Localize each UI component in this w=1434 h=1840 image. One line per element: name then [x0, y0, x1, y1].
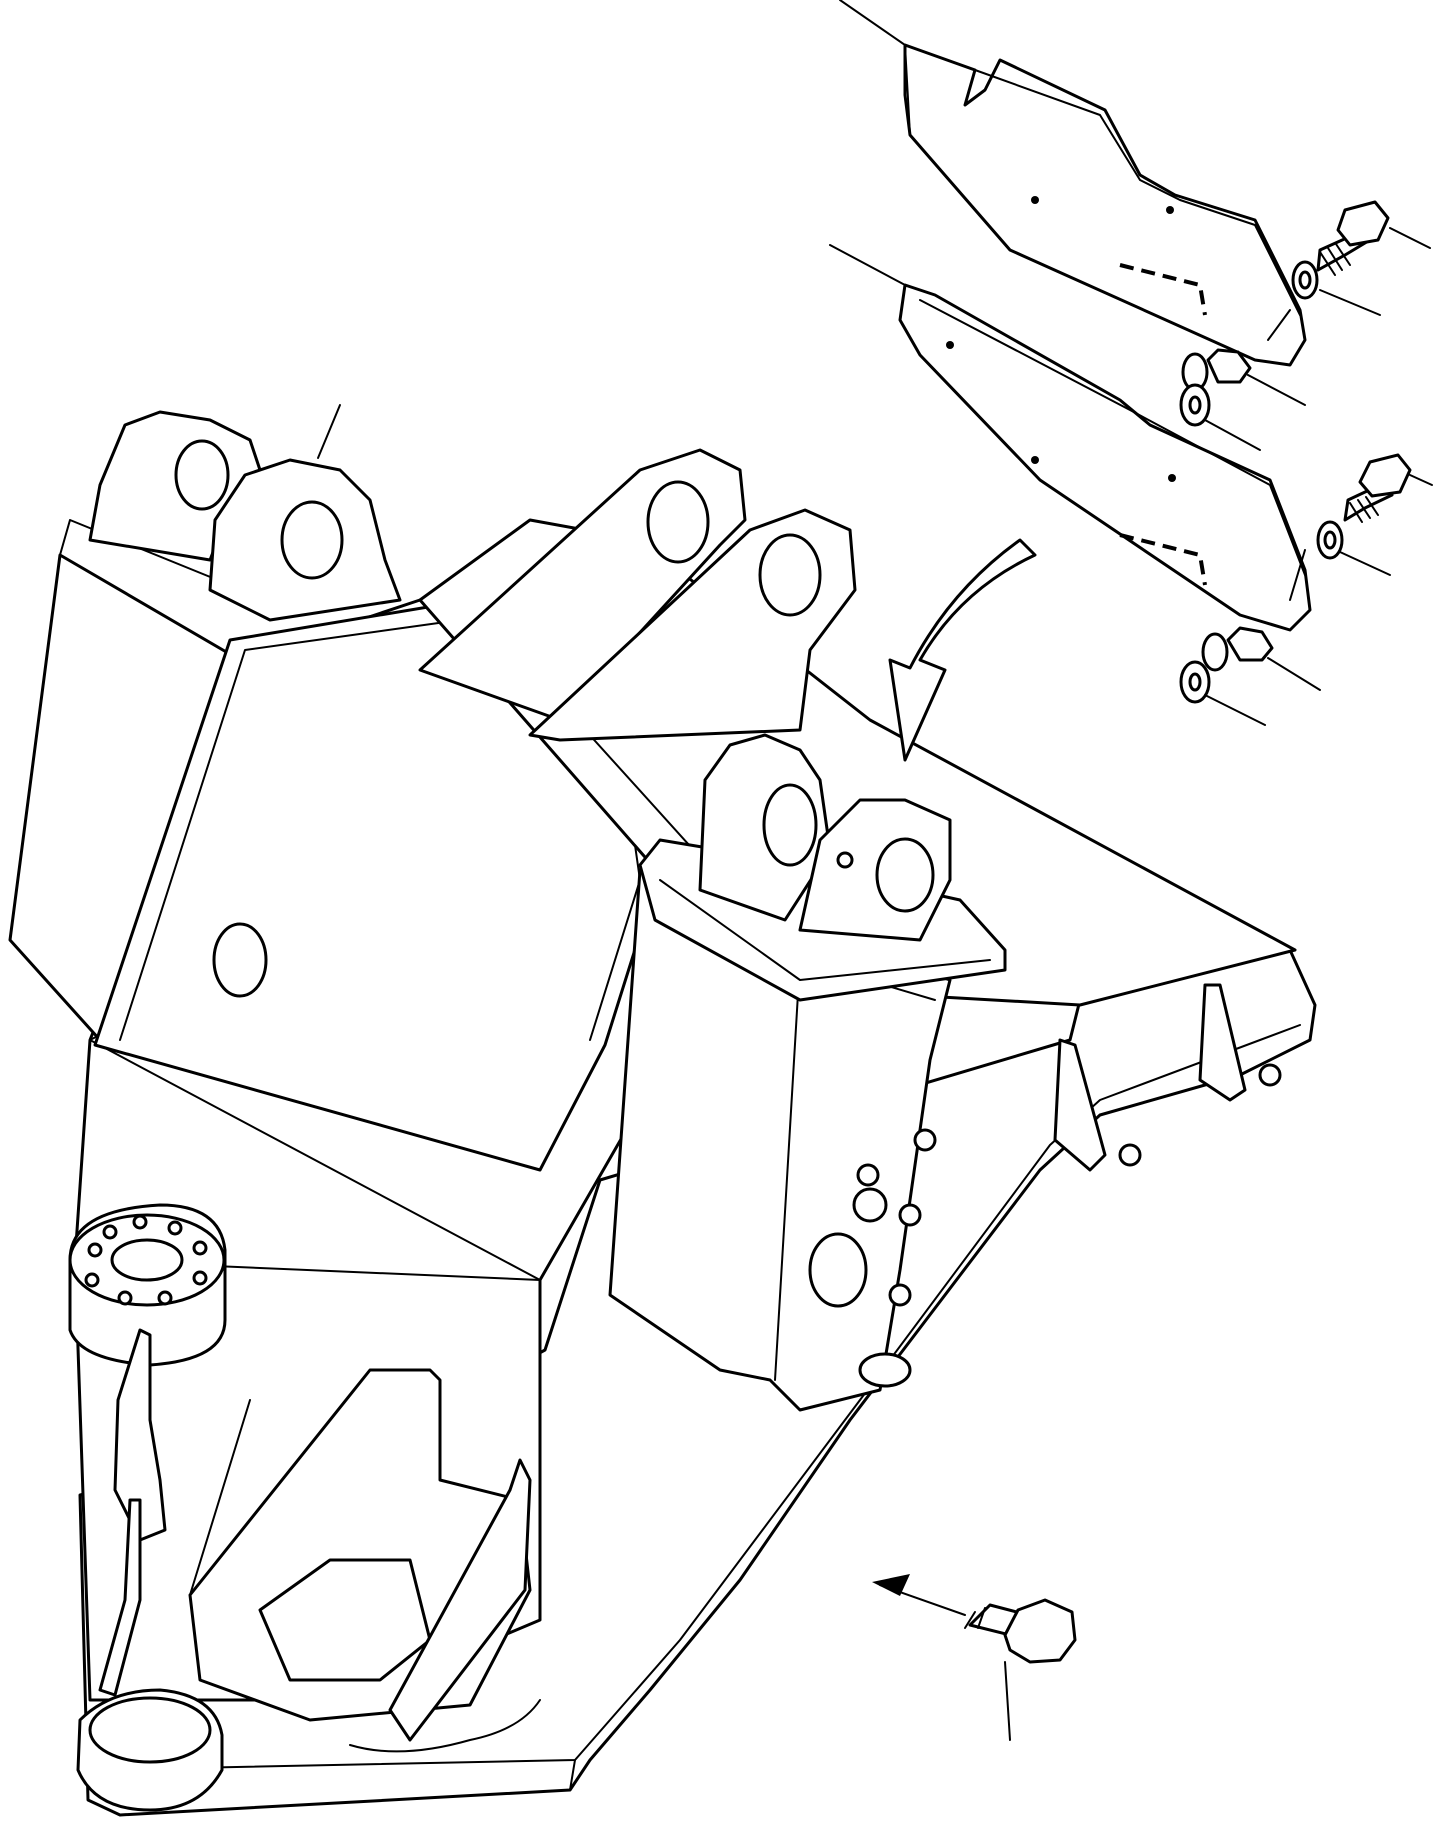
install-direction-arrow: [888, 538, 1037, 762]
grease-fitting: [888, 1283, 912, 1307]
washer: [1179, 383, 1211, 427]
main-frame-bracket: [8, 410, 1317, 1817]
gusset: [388, 1458, 532, 1742]
callout-leaders: [317, 0, 1433, 1741]
spacer-nut: [1201, 626, 1274, 672]
bolt-lower: [1343, 453, 1412, 523]
rib-left: [1053, 1038, 1107, 1172]
cylinder-bore: [808, 1232, 868, 1308]
bolt-upper: [1316, 200, 1390, 276]
upper-cover-plate: [903, 43, 1307, 367]
floor-slot: [858, 1352, 912, 1388]
curved-rib: [113, 1328, 167, 1542]
bolt-lower-head: [1358, 453, 1412, 498]
curved-rib-lower: [98, 1498, 142, 1697]
grease-fitting: [856, 1163, 880, 1187]
washer: [1179, 660, 1211, 704]
deck-hole: [212, 922, 268, 998]
bolt-arrow-head: [872, 1574, 910, 1596]
grease-fitting: [852, 1187, 888, 1223]
mounting-bolt: [964, 1598, 1077, 1664]
washer: [1316, 520, 1344, 560]
rib-right: [1198, 983, 1247, 1102]
lower-cover-plate: [898, 283, 1312, 632]
grease-fitting: [898, 1203, 922, 1227]
flange: [68, 1203, 227, 1367]
grease-fitting: [913, 1128, 937, 1152]
washer: [1291, 260, 1319, 300]
